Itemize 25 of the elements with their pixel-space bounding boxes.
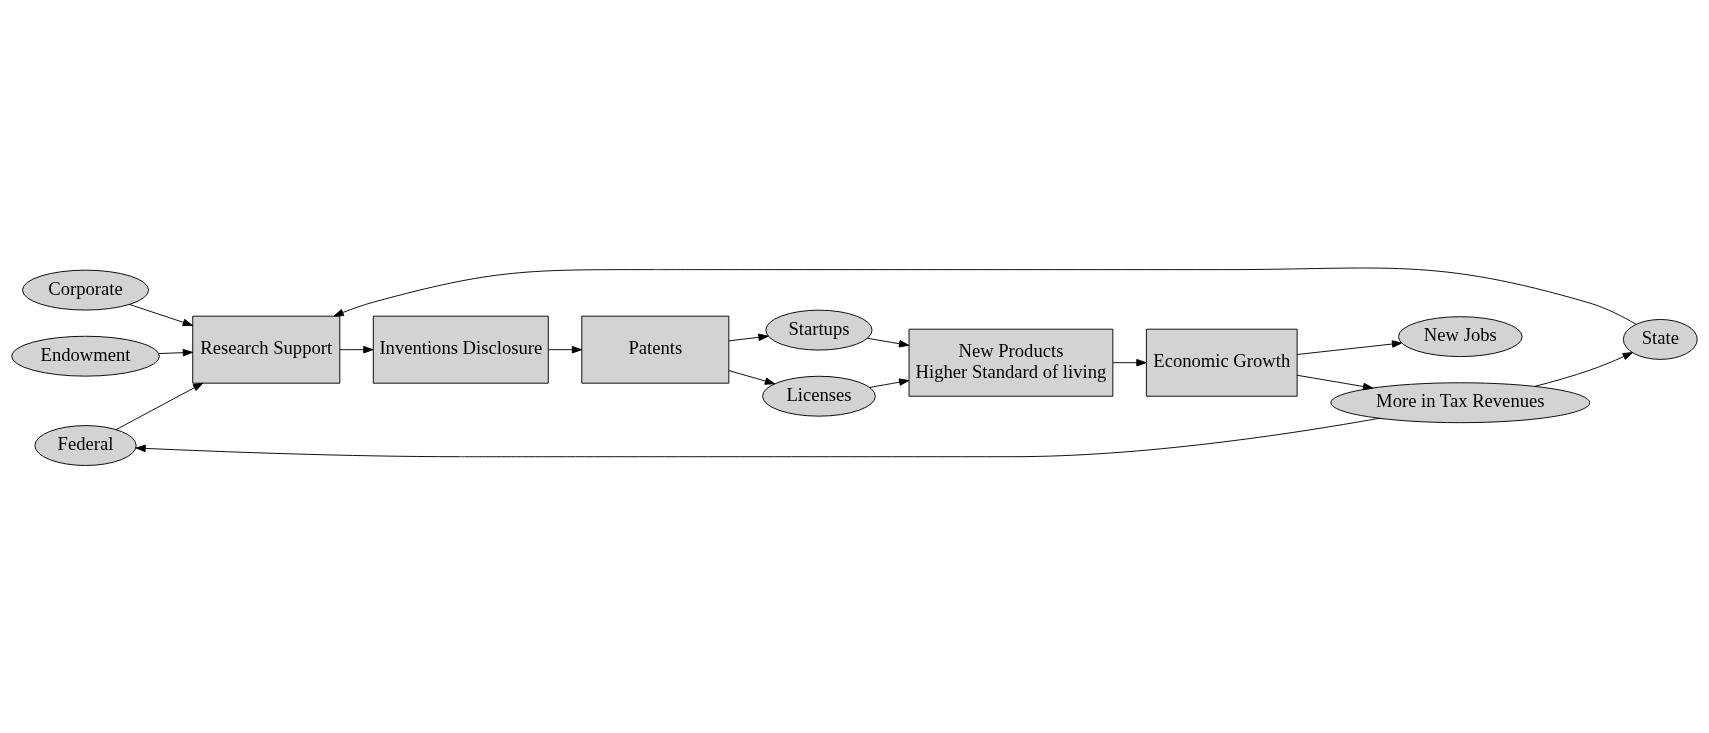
node-box: Patents xyxy=(581,315,730,384)
arrow xyxy=(1112,359,1147,367)
arrow xyxy=(1296,340,1403,355)
arrow xyxy=(728,370,776,385)
arrow xyxy=(128,303,193,326)
node-box: Economic Growth xyxy=(1145,328,1298,397)
arrow xyxy=(728,333,769,342)
arrow xyxy=(339,345,374,354)
arrow xyxy=(333,267,1637,325)
node-box: Research Support xyxy=(192,315,341,384)
node-ellipse: Endowment xyxy=(11,335,160,377)
node-ellipse: Federal xyxy=(34,425,137,466)
arrow xyxy=(1296,374,1374,391)
arrow xyxy=(869,378,910,388)
arrow xyxy=(135,417,1381,458)
arrow xyxy=(548,345,583,354)
node-ellipse: Corporate xyxy=(22,269,150,311)
node-box: New Products Higher Standard of living xyxy=(908,328,1114,397)
node-ellipse: Startups xyxy=(765,309,873,351)
node-ellipse: New Jobs xyxy=(1398,316,1523,358)
arrow xyxy=(1533,352,1633,387)
node-box: Inventions Disclosure xyxy=(372,315,549,384)
arrow xyxy=(158,348,193,357)
arrow xyxy=(867,337,910,348)
arrow xyxy=(115,382,204,431)
